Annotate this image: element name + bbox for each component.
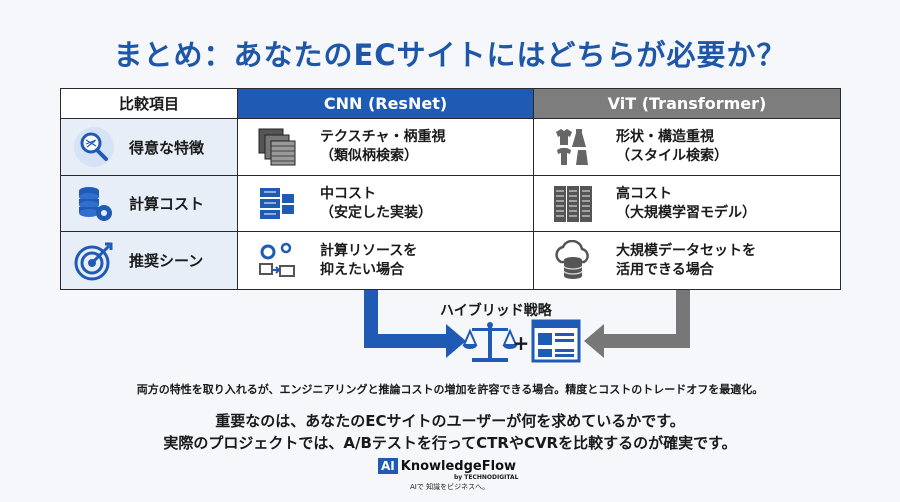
table-header-row: 比較項目 CNN (ResNet) ViT (Transformer) <box>61 89 840 119</box>
row-header-cost: 計算コスト <box>61 176 238 231</box>
cnn-arrow <box>364 290 446 348</box>
cnn-scene-line1: 計算リソースを <box>320 242 418 259</box>
webpage-icon <box>531 319 581 363</box>
vit-strength-cell: 形状・構造重視 （スタイル検索） <box>534 119 840 175</box>
cnn-arrowhead <box>446 324 466 358</box>
vit-strength-line1: 形状・構造重視 <box>616 129 714 145</box>
vit-cost-line2: （大規模学習モデル） <box>616 204 756 221</box>
vit-scene-line1: 大規模データセットを <box>616 242 756 259</box>
vit-scene-line2: 活用できる場合 <box>616 261 714 278</box>
cnn-strength-cell: テクスチャ・柄重視 （類似柄検索） <box>238 119 534 175</box>
logo-by: by TECHNODIGITAL <box>454 474 519 481</box>
hybrid-note: 両方の特性を取り入れるが、エンジニアリングと推論コストの増加を許容できる場合。精… <box>136 383 764 396</box>
cnn-cost-line2: （安定した実装） <box>320 204 432 221</box>
cloud-database-icon <box>555 239 589 279</box>
cnn-scene-cell: 計算リソースを 抑えたい場合 <box>238 232 534 289</box>
row-label: 得意な特徴 <box>129 138 205 157</box>
header-vit: ViT (Transformer) <box>534 89 840 118</box>
coins-gear-icon <box>79 186 112 221</box>
cnn-scene-line2: 抑えたい場合 <box>320 261 404 278</box>
row-label: 計算コスト <box>129 195 205 213</box>
row-header-scene: 推奨シーン <box>61 232 238 289</box>
workflow-icon <box>259 242 295 277</box>
hybrid-plus: + <box>513 331 530 355</box>
header-cnn: CNN (ResNet) <box>238 89 534 118</box>
server-icon <box>260 187 294 219</box>
row-header-strength: 得意な特徴 <box>61 119 238 175</box>
vit-scene-cell: 大規模データセットを 活用できる場合 <box>534 232 840 289</box>
cnn-strength-line2: （類似柄検索） <box>320 148 418 164</box>
logo-tagline: AIで 知識をビジネスへ。 <box>410 483 490 491</box>
vit-cost-line1: 高コスト <box>616 185 672 202</box>
cnn-cost-line1: 中コスト <box>320 185 376 202</box>
cnn-cost-cell: 中コスト （安定した実装） <box>238 176 534 231</box>
brand-logo: AI KnowledgeFlow by TECHNODIGITAL AIで 知識… <box>378 458 528 498</box>
table-row: 得意な特徴 テクスチャ・柄重視 （類似柄検索） 形状・構造重視 <box>61 119 840 176</box>
page-title: まとめ：あなたのECサイトにはどちらが必要か？ <box>113 38 787 72</box>
table-row: 推奨シーン 計算リソースを 抑えたい場合 <box>61 232 840 289</box>
vit-arrow <box>604 290 690 348</box>
conclusion-line2: 実際のプロジェクトでは、A/Bテストを行ってCTRやCVRを比較するのが確実です… <box>163 434 737 452</box>
vit-cost-cell: 高コスト （大規模学習モデル） <box>534 176 840 231</box>
vit-strength-line2: （スタイル検索） <box>616 148 728 164</box>
magnifier-icon <box>74 127 114 167</box>
server-rack-icon <box>554 185 592 222</box>
cnn-strength-line1: テクスチャ・柄重視 <box>320 129 446 145</box>
conclusion-line1: 重要なのは、あなたのECサイトのユーザーが何を求めているかです。 <box>215 412 685 430</box>
table-row: 計算コスト 中コスト （安定した実装） <box>61 176 840 232</box>
scale-icon <box>462 322 518 362</box>
comparison-table: 比較項目 CNN (ResNet) ViT (Transformer) 得意な特… <box>60 88 841 290</box>
conclusion-text: 重要なのは、あなたのECサイトのユーザーが何を求めているかです。 実際のプロジェ… <box>0 410 900 454</box>
clothing-icon <box>556 129 588 165</box>
logo-ai-badge: AI <box>378 458 398 474</box>
hybrid-strategy-label: ハイブリッド戦略 <box>440 303 552 319</box>
vit-arrowhead <box>584 324 604 358</box>
row-label: 推奨シーン <box>129 252 204 270</box>
texture-icon <box>258 128 296 166</box>
header-criteria: 比較項目 <box>61 89 238 118</box>
target-icon <box>74 242 113 280</box>
logo-name: KnowledgeFlow <box>400 458 517 474</box>
